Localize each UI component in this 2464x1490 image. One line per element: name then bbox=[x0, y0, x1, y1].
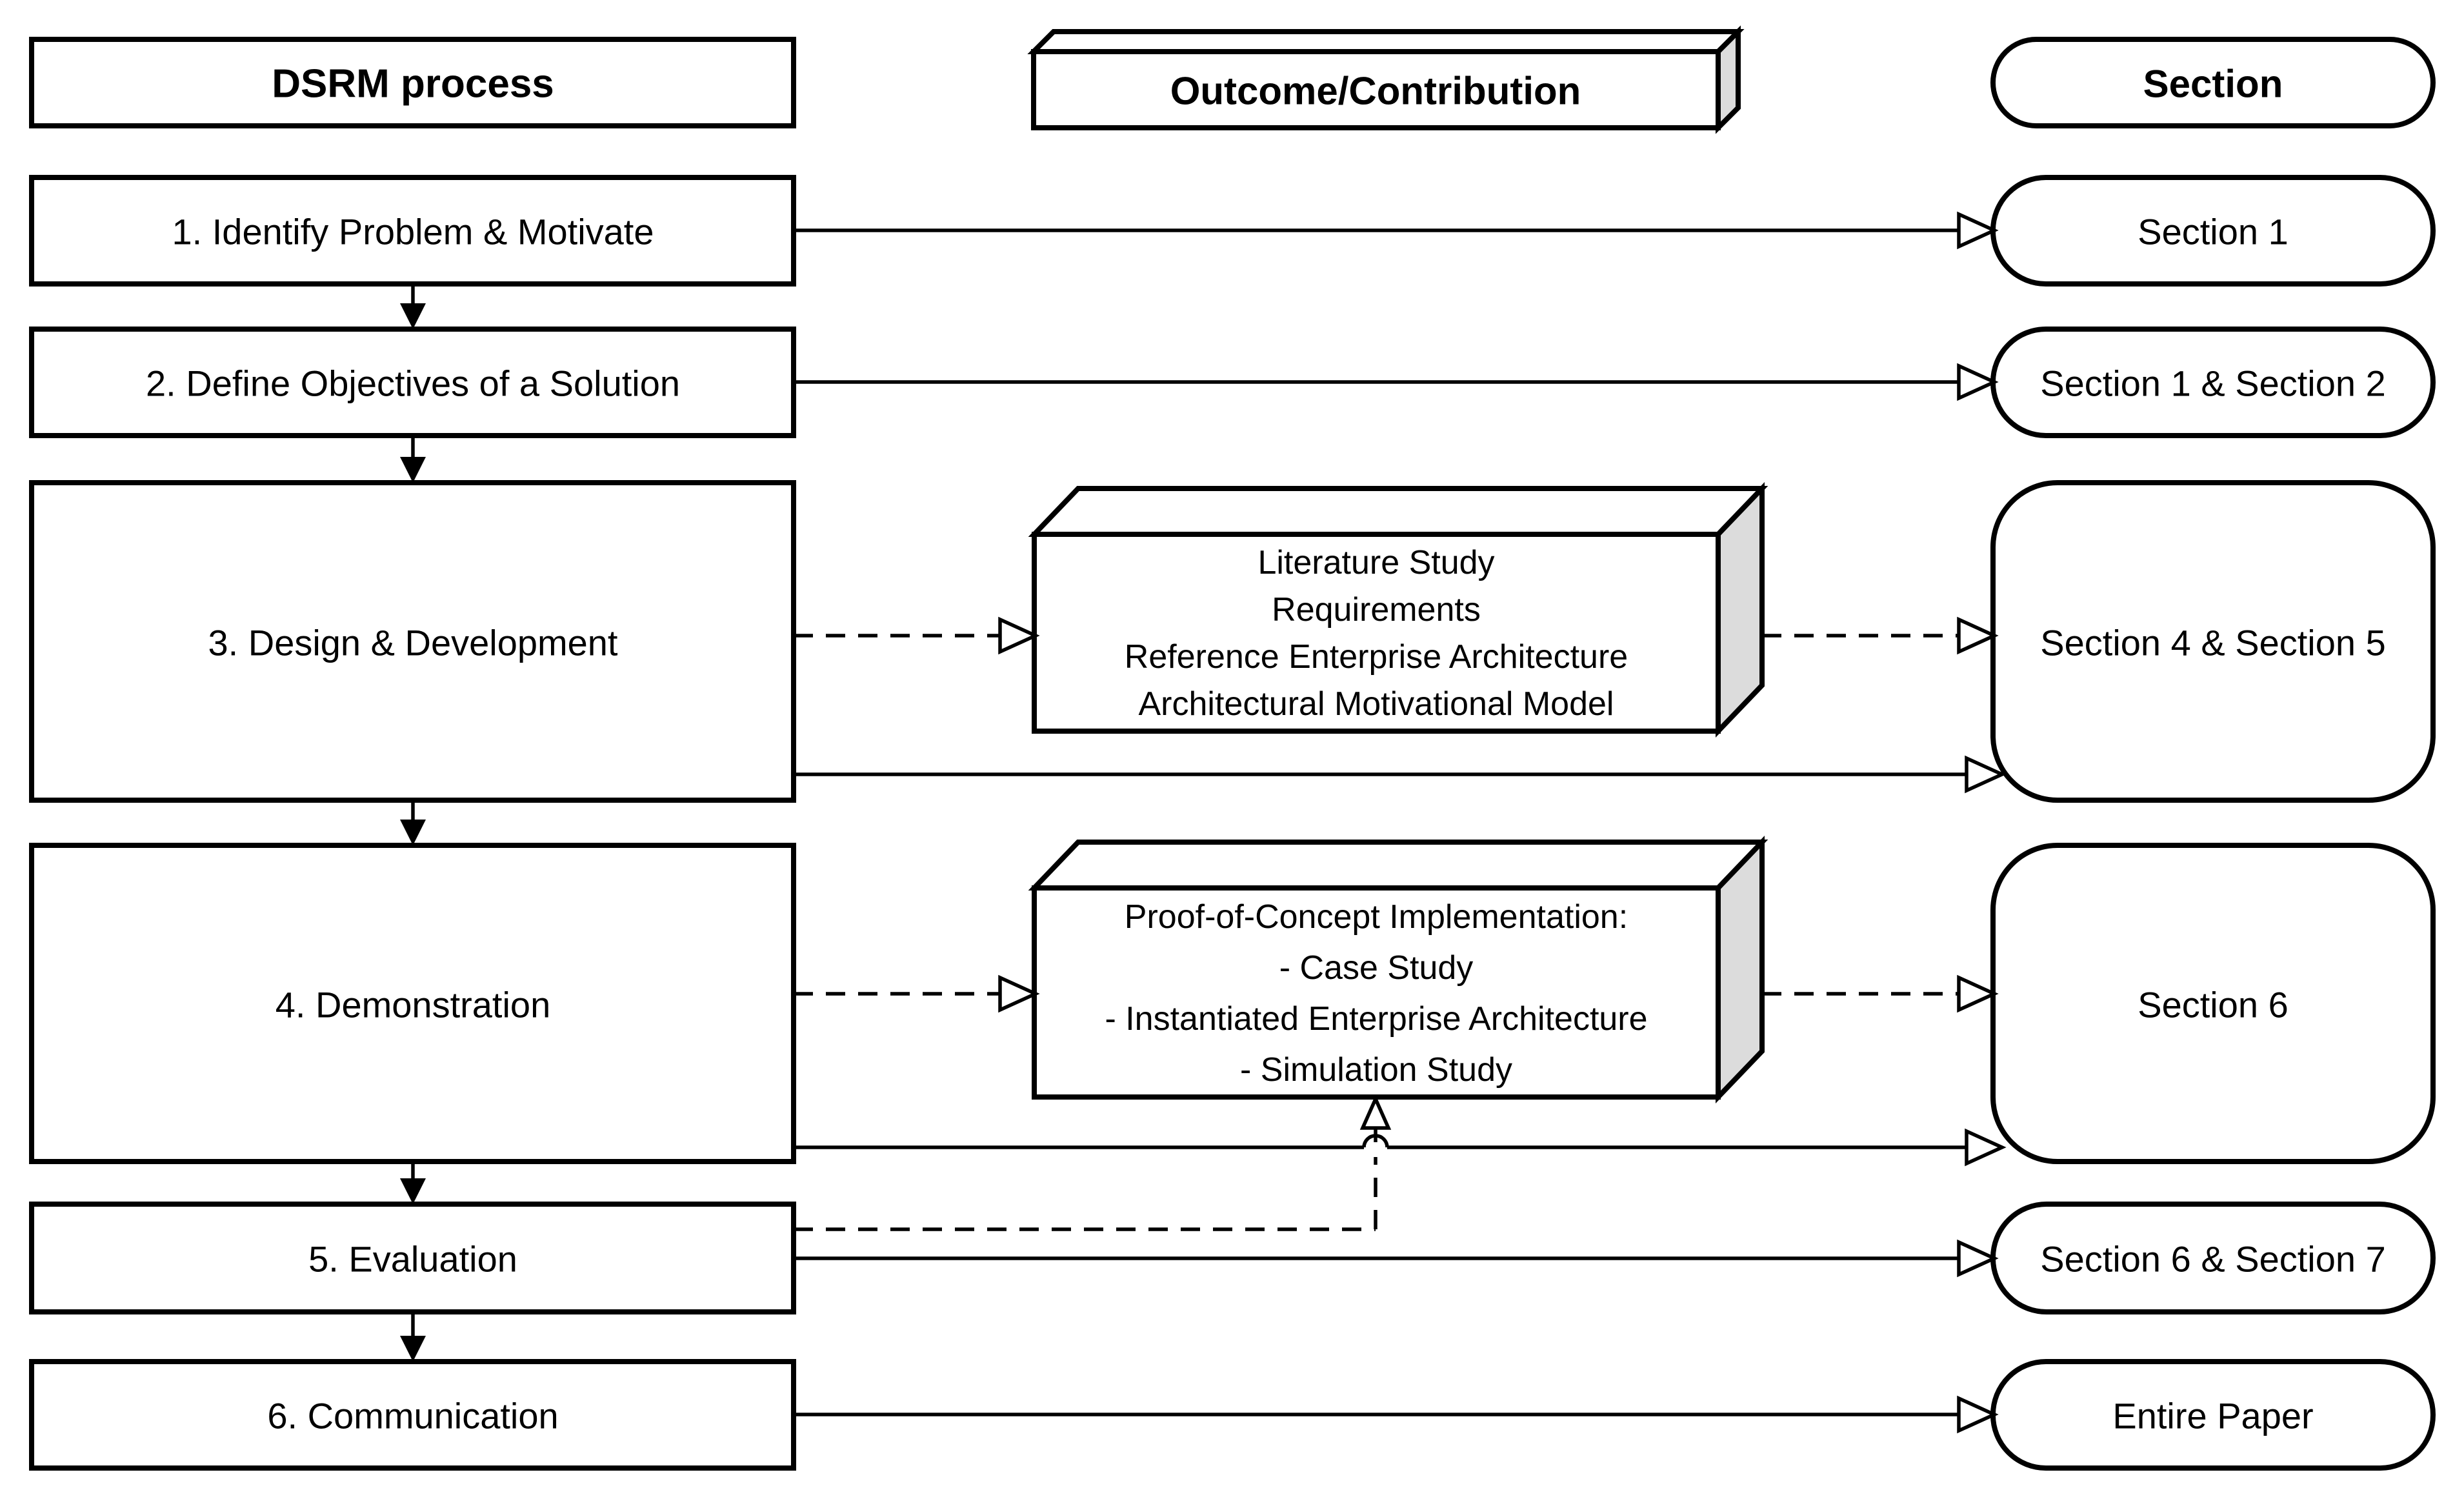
connector-step1-section1 bbox=[794, 211, 1999, 250]
section-1-2-label: Section 1 & Section 2 bbox=[2040, 363, 2385, 404]
section-4-5-label: Section 4 & Section 5 bbox=[2040, 623, 2385, 663]
literature-box-line-4: Architectural Motivational Model bbox=[1139, 685, 1614, 723]
connector-step5-section6-7 bbox=[794, 1239, 1999, 1278]
arrow-right-open-icon bbox=[998, 616, 1040, 655]
poc-box-side-face bbox=[1716, 836, 1765, 1103]
arrow-right-open-icon bbox=[1957, 363, 1999, 401]
section-header-label: Section bbox=[2143, 63, 2283, 106]
section-header-stadium bbox=[1990, 37, 2436, 128]
section-1-label: Section 1 bbox=[2138, 212, 2289, 252]
flow-arrow-step2-step3 bbox=[400, 436, 426, 483]
poc-box-line-4: - Simulation Study bbox=[1240, 1051, 1512, 1089]
process-step-5-label: 5. Evaluation bbox=[308, 1239, 517, 1280]
process-step-4-label: 4. Demonstration bbox=[275, 985, 550, 1025]
outcome-contribution-header-label: Outcome/Contribution bbox=[1170, 70, 1581, 113]
poc-box-line-2: - Case Study bbox=[1279, 949, 1474, 987]
connector-step2-section1-2 bbox=[794, 363, 1999, 401]
connector-step4-poc bbox=[794, 974, 1040, 1013]
arrow-down-filled-icon bbox=[400, 820, 426, 845]
process-step-6-box bbox=[29, 1359, 796, 1471]
connector-poc-section6 bbox=[1762, 974, 1999, 1013]
process-step-2-label: 2. Define Objectives of a Solution bbox=[146, 363, 680, 404]
outcome-header-side-face bbox=[1716, 25, 1741, 134]
outcome-contribution-header-3d-box: Outcome/Contribution bbox=[1027, 25, 1745, 134]
process-step-3-box bbox=[29, 480, 796, 803]
process-step-3-label: 3. Design & Development bbox=[208, 623, 617, 663]
section-4-5-rounded-box bbox=[1990, 480, 2436, 803]
connector-step5-poc bbox=[794, 1094, 1392, 1231]
connector-step4-section6 bbox=[794, 1128, 2007, 1167]
arrow-right-open-icon bbox=[1957, 211, 1999, 250]
outcome-box-proof-of-concept: Proof-of-Concept Implementation: - Case … bbox=[1028, 836, 1768, 1103]
arrow-right-open-icon bbox=[1957, 616, 1999, 655]
section-6-label: Section 6 bbox=[2138, 985, 2289, 1025]
outcome-header-top-face bbox=[1027, 29, 1745, 54]
process-step-5-box bbox=[29, 1202, 796, 1314]
arrow-up-open-icon bbox=[1359, 1094, 1392, 1130]
section-6-rounded-box bbox=[1990, 843, 2436, 1164]
literature-box-line-3: Reference Enterprise Architecture bbox=[1125, 638, 1628, 676]
dsrm-process-header-box bbox=[29, 37, 796, 128]
connector-step3-section4-5 bbox=[794, 755, 2007, 794]
arrow-right-open-icon bbox=[1965, 1128, 2007, 1167]
literature-box-front-face bbox=[1032, 532, 1721, 734]
poc-box-top-face bbox=[1028, 840, 1768, 891]
connector-literature-section4-5 bbox=[1762, 616, 1999, 655]
poc-box-front-face bbox=[1032, 885, 1721, 1100]
outcome-box-literature-study: Literature Study Requirements Reference … bbox=[1028, 482, 1768, 738]
poc-box-line-1: Proof-of-Concept Implementation: bbox=[1125, 898, 1628, 936]
flow-arrow-step4-step5 bbox=[400, 1162, 426, 1204]
poc-box-line-3: - Instantiated Enterprise Architecture bbox=[1105, 1000, 1647, 1038]
entire-paper-label: Entire Paper bbox=[2112, 1396, 2313, 1436]
arrow-right-open-icon bbox=[1957, 1239, 1999, 1278]
flow-arrow-step3-step4 bbox=[400, 800, 426, 845]
arrow-down-filled-icon bbox=[400, 303, 426, 329]
arrow-down-filled-icon bbox=[400, 457, 426, 483]
connector-step3-literature bbox=[794, 616, 1040, 655]
literature-box-side-face bbox=[1716, 482, 1765, 738]
section-6-7-label: Section 6 & Section 7 bbox=[2040, 1239, 2385, 1280]
literature-box-line-2: Requirements bbox=[1272, 591, 1481, 629]
flow-arrow-step5-step6 bbox=[400, 1312, 426, 1362]
literature-box-line-1: Literature Study bbox=[1257, 544, 1494, 581]
arrow-down-filled-icon bbox=[400, 1178, 426, 1204]
connector-step6-entire-paper bbox=[794, 1395, 1999, 1434]
process-step-1-label: 1. Identify Problem & Motivate bbox=[172, 212, 654, 252]
outcome-header-front-face bbox=[1031, 49, 1721, 130]
arrow-right-open-icon bbox=[998, 974, 1040, 1013]
arrow-down-filled-icon bbox=[400, 1336, 426, 1362]
literature-box-top-face bbox=[1028, 486, 1768, 537]
arrow-right-open-icon bbox=[1965, 755, 2007, 794]
arrow-right-open-icon bbox=[1957, 974, 1999, 1013]
process-step-4-box bbox=[29, 843, 796, 1164]
flow-arrow-step1-step2 bbox=[400, 284, 426, 329]
process-step-6-label: 6. Communication bbox=[267, 1396, 558, 1436]
dsrm-process-header-label: DSRM process bbox=[272, 62, 554, 106]
arrow-right-open-icon bbox=[1957, 1395, 1999, 1434]
